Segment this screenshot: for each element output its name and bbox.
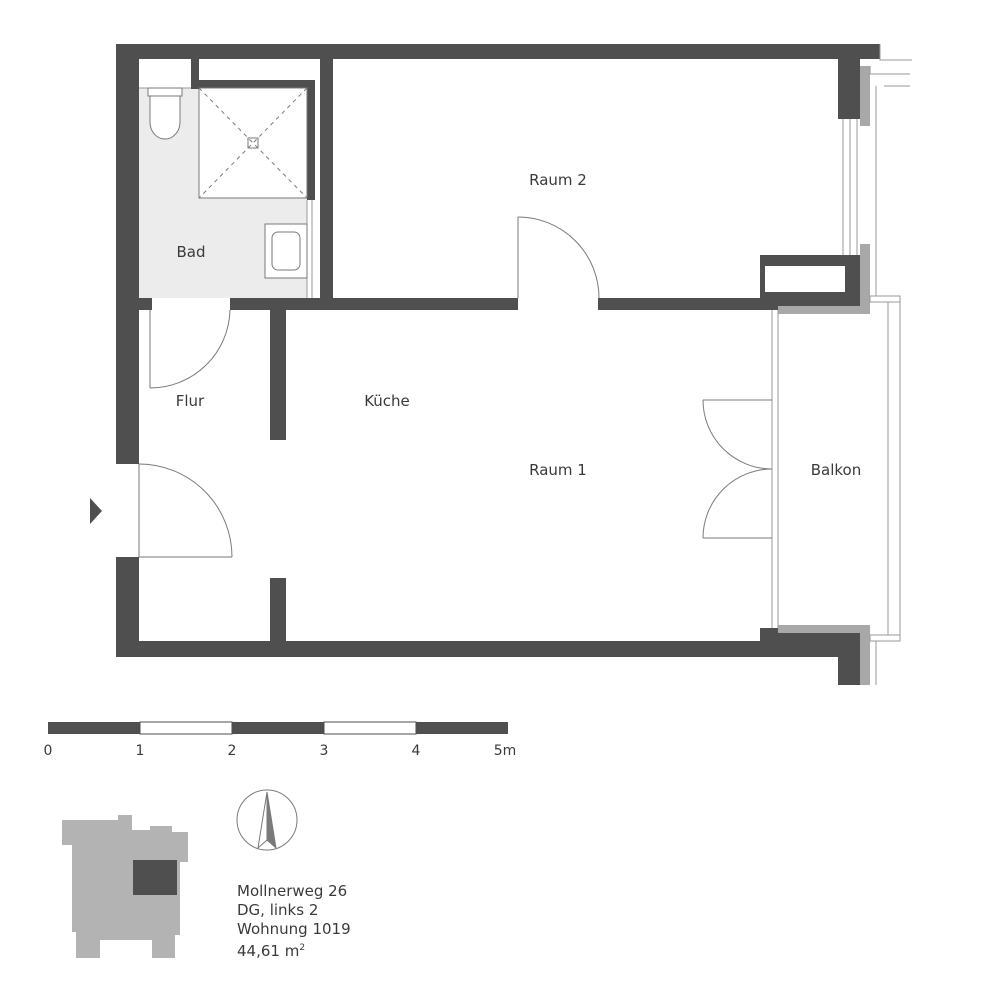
scale-tick-label: 5m xyxy=(494,743,517,759)
toilet xyxy=(147,87,183,140)
room-label-bad: Bad xyxy=(176,243,205,261)
exterior-walls xyxy=(116,44,880,685)
scale-tick-label: 4 xyxy=(412,743,421,759)
window-niche xyxy=(765,266,845,292)
apartment-info: Mollnerweg 26 DG, links 2 Wohnung 1019 4… xyxy=(237,882,351,961)
shower-tray xyxy=(198,87,308,199)
entrance-arrow-icon xyxy=(90,498,102,524)
interior-walls xyxy=(139,59,778,642)
balcony-edges xyxy=(778,66,870,685)
site-plan-map xyxy=(62,815,188,958)
scale-tick-label: 1 xyxy=(136,743,145,759)
room-label-raum2: Raum 2 xyxy=(529,171,587,189)
balcony-outline xyxy=(869,44,912,685)
apartment-area-exponent: 2 xyxy=(299,943,306,953)
balcony-glazing xyxy=(771,308,779,628)
scale-tick-label: 3 xyxy=(320,743,329,759)
scale-tick-label: 2 xyxy=(228,743,237,759)
scale-bar-labels: 0 1 2 3 4 5m xyxy=(44,743,517,759)
apartment-address: Mollnerweg 26 xyxy=(237,882,348,900)
scale-tick-label: 0 xyxy=(44,743,53,759)
site-plan-unit-highlight xyxy=(133,860,177,895)
apartment-area: 44,61 m2 xyxy=(237,939,351,961)
apartment-unit-number: Wohnung 1019 xyxy=(237,920,351,938)
apartment-floor: DG, links 2 xyxy=(237,901,319,919)
scale-bar xyxy=(48,721,508,735)
north-compass-icon xyxy=(236,789,298,851)
window-raum2 xyxy=(842,119,858,255)
room-label-flur: Flur xyxy=(176,392,205,410)
room-label-kueche: Küche xyxy=(364,392,410,410)
doors xyxy=(138,216,773,558)
room-label-balkon: Balkon xyxy=(811,461,862,479)
washbasin xyxy=(264,223,308,279)
room-label-raum1: Raum 1 xyxy=(529,461,587,479)
apartment-area-value: 44,61 m xyxy=(237,942,300,960)
